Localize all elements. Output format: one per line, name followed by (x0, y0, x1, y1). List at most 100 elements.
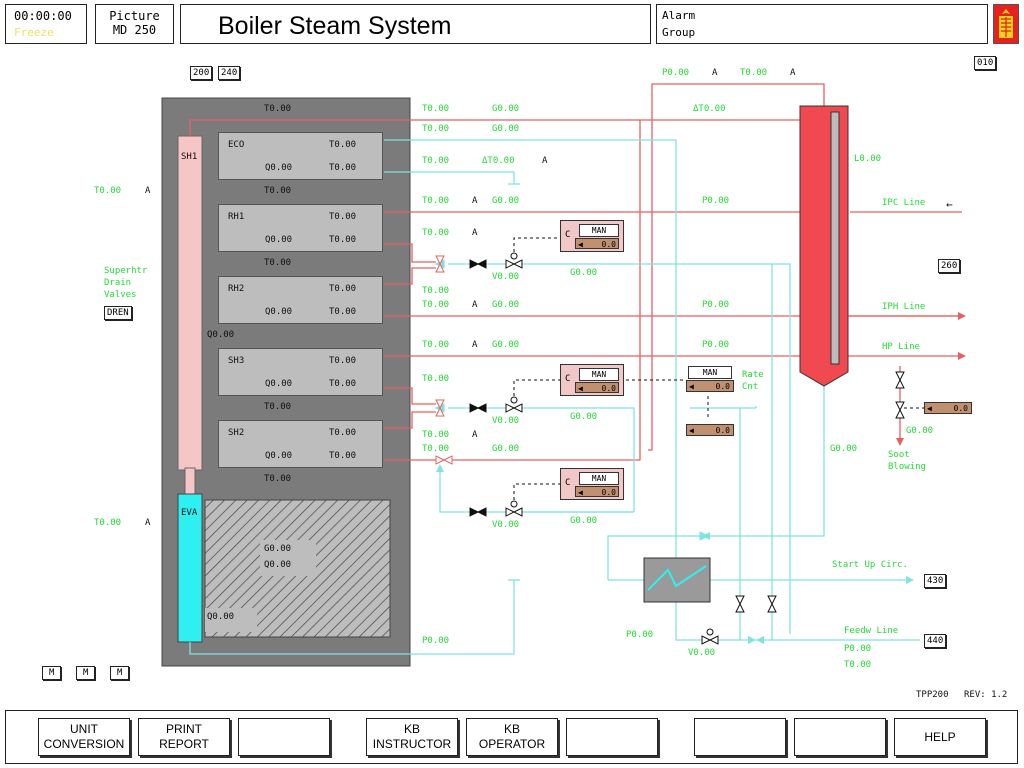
rh1-temp-in: T0.00 (329, 212, 357, 222)
r4-pressure: P0.00 (702, 196, 730, 206)
alarm-group-box[interactable]: Alarm Group (656, 4, 988, 44)
picture-200-button[interactable]: 200 (190, 66, 213, 80)
feed-pressure-left: P0.00 (626, 630, 654, 640)
fkey-8-button[interactable] (794, 718, 886, 756)
controller-sh[interactable]: MAN C ◀0.0 (560, 364, 624, 396)
r9-valve-pos: V0.00 (492, 416, 520, 426)
function-key-bar (5, 710, 1018, 764)
clock-box: 00:00:00 Freeze (5, 4, 87, 44)
arrow-left-icon: ◀ (578, 240, 583, 249)
furnace-heat: Q0.00 (264, 560, 292, 570)
r3-delta-temp: ΔT0.00 (482, 156, 515, 166)
picture-430-button[interactable]: 430 (924, 574, 947, 588)
controller-rh-value[interactable]: ◀0.0 (575, 238, 619, 249)
soot-blowing-label-1: Soot (888, 450, 910, 460)
boiler-top-temp: T0.00 (264, 104, 292, 114)
arrow-left-icon: ◀ (689, 426, 694, 435)
rate-controller-mode[interactable]: MAN (688, 366, 732, 379)
feedw-line-label: Feedw Line (844, 626, 899, 636)
m-button-3[interactable]: M (110, 666, 130, 680)
controller-rh-mode[interactable]: MAN (579, 224, 619, 237)
r8-temp: T0.00 (422, 340, 450, 350)
page-title: Boiler Steam System (218, 12, 452, 40)
r7-alarm: A (472, 300, 478, 310)
r5-alarm: A (472, 228, 478, 238)
sh3-label: SH3 (228, 356, 245, 366)
picture-label: Picture (109, 9, 160, 23)
r10-alarm: A (472, 430, 478, 440)
drum-level: L0.00 (854, 154, 882, 164)
picture-id: MD 250 (112, 23, 157, 37)
sh2-section: SH2 T0.00 Q0.00 T0.00 (218, 420, 383, 468)
setpoint-output: 0.0 (715, 426, 730, 435)
r4-temp: T0.00 (422, 196, 450, 206)
r2-temp: T0.00 (422, 124, 450, 134)
picture-440-button[interactable]: 440 (924, 634, 947, 648)
arrow-left-icon: ◀ (927, 404, 932, 413)
controller-rh[interactable]: MAN C ◀0.0 (560, 220, 624, 252)
eco-heat: Q0.00 (265, 163, 293, 173)
r6-temp: T0.00 (422, 286, 450, 296)
help-button[interactable]: HELP (894, 718, 986, 756)
feedw-temp: T0.00 (844, 660, 872, 670)
eva-label: EVA (181, 508, 198, 518)
drain-label-1: Superhtr (104, 266, 148, 276)
r7-pressure: P0.00 (702, 300, 730, 310)
soot-blowing-label-2: Blowing (888, 462, 926, 472)
fkey-6-button[interactable] (566, 718, 658, 756)
alarm-label-1: Alarm (662, 9, 696, 22)
picture-240-button[interactable]: 240 (218, 66, 241, 80)
r1-flow: G0.00 (492, 104, 520, 114)
rh1-temp-out: T0.00 (329, 235, 357, 245)
r5-flow: G0.00 (570, 268, 598, 278)
controller-sh-mode[interactable]: MAN (579, 368, 619, 381)
r5-valve-pos: V0.00 (492, 272, 520, 282)
r9-flow: G0.00 (570, 412, 598, 422)
sh2-label: SH2 (228, 428, 245, 438)
m-button-2[interactable]: M (76, 666, 96, 680)
picture-box: Picture MD 250 (95, 4, 174, 44)
sh1-label: SH1 (181, 152, 198, 162)
controller-eva-value[interactable]: ◀0.0 (575, 486, 619, 497)
arrow-left-icon: ◀ (578, 384, 583, 393)
hp-line-label: HP Line (882, 342, 920, 352)
fkey-7-button[interactable] (694, 718, 786, 756)
start-up-circ-label: Start Up Circ. (832, 560, 908, 570)
fkey-5-line-2: OPERATOR (478, 737, 546, 751)
dren-button[interactable]: DREN (104, 306, 132, 320)
r5-temp: T0.00 (422, 228, 450, 238)
controller-eva-mode[interactable]: MAN (579, 472, 619, 485)
r8-alarm: A (472, 340, 478, 350)
between-temp-3: T0.00 (264, 402, 292, 412)
picture-260-button[interactable]: 260 (938, 259, 961, 273)
soot-blowing-flow: G0.00 (906, 426, 934, 436)
r8-pressure: P0.00 (702, 340, 730, 350)
r1-temp: T0.00 (422, 104, 450, 114)
picture-010-button[interactable]: 010 (974, 56, 997, 70)
r9-temp: T0.00 (422, 374, 450, 384)
drum-downcomer-flow: G0.00 (830, 444, 858, 454)
r7-temp: T0.00 (422, 300, 450, 310)
eva-outlet-temp: T0.00 (94, 518, 122, 528)
rh2-temp-out: T0.00 (329, 307, 357, 317)
rh2-label: RH2 (228, 284, 245, 294)
controller-sh-output: 0.0 (601, 384, 616, 393)
setpoint-value[interactable]: ◀ 0.0 (686, 424, 734, 436)
sim-clock: 00:00:00 (14, 9, 72, 23)
fkey-3-button[interactable] (238, 718, 330, 756)
controller-eva[interactable]: MAN C ◀0.0 (560, 468, 624, 500)
controller-eva-c: C (565, 478, 571, 488)
fkey-4-line-1: KB (403, 722, 420, 736)
m-button-1[interactable]: M (42, 666, 62, 680)
rate-controller-value[interactable]: ◀0.0 (686, 380, 734, 392)
freeze-status[interactable]: Freeze (14, 26, 54, 39)
rh2-section: RH2 T0.00 Q0.00 T0.00 (218, 276, 383, 324)
r10-temp: T0.00 (422, 430, 450, 440)
soot-blowing-value[interactable]: ◀0.0 (924, 402, 972, 414)
eva-alarm: A (145, 518, 151, 528)
controller-sh-value[interactable]: ◀ 0.0 (575, 382, 619, 393)
